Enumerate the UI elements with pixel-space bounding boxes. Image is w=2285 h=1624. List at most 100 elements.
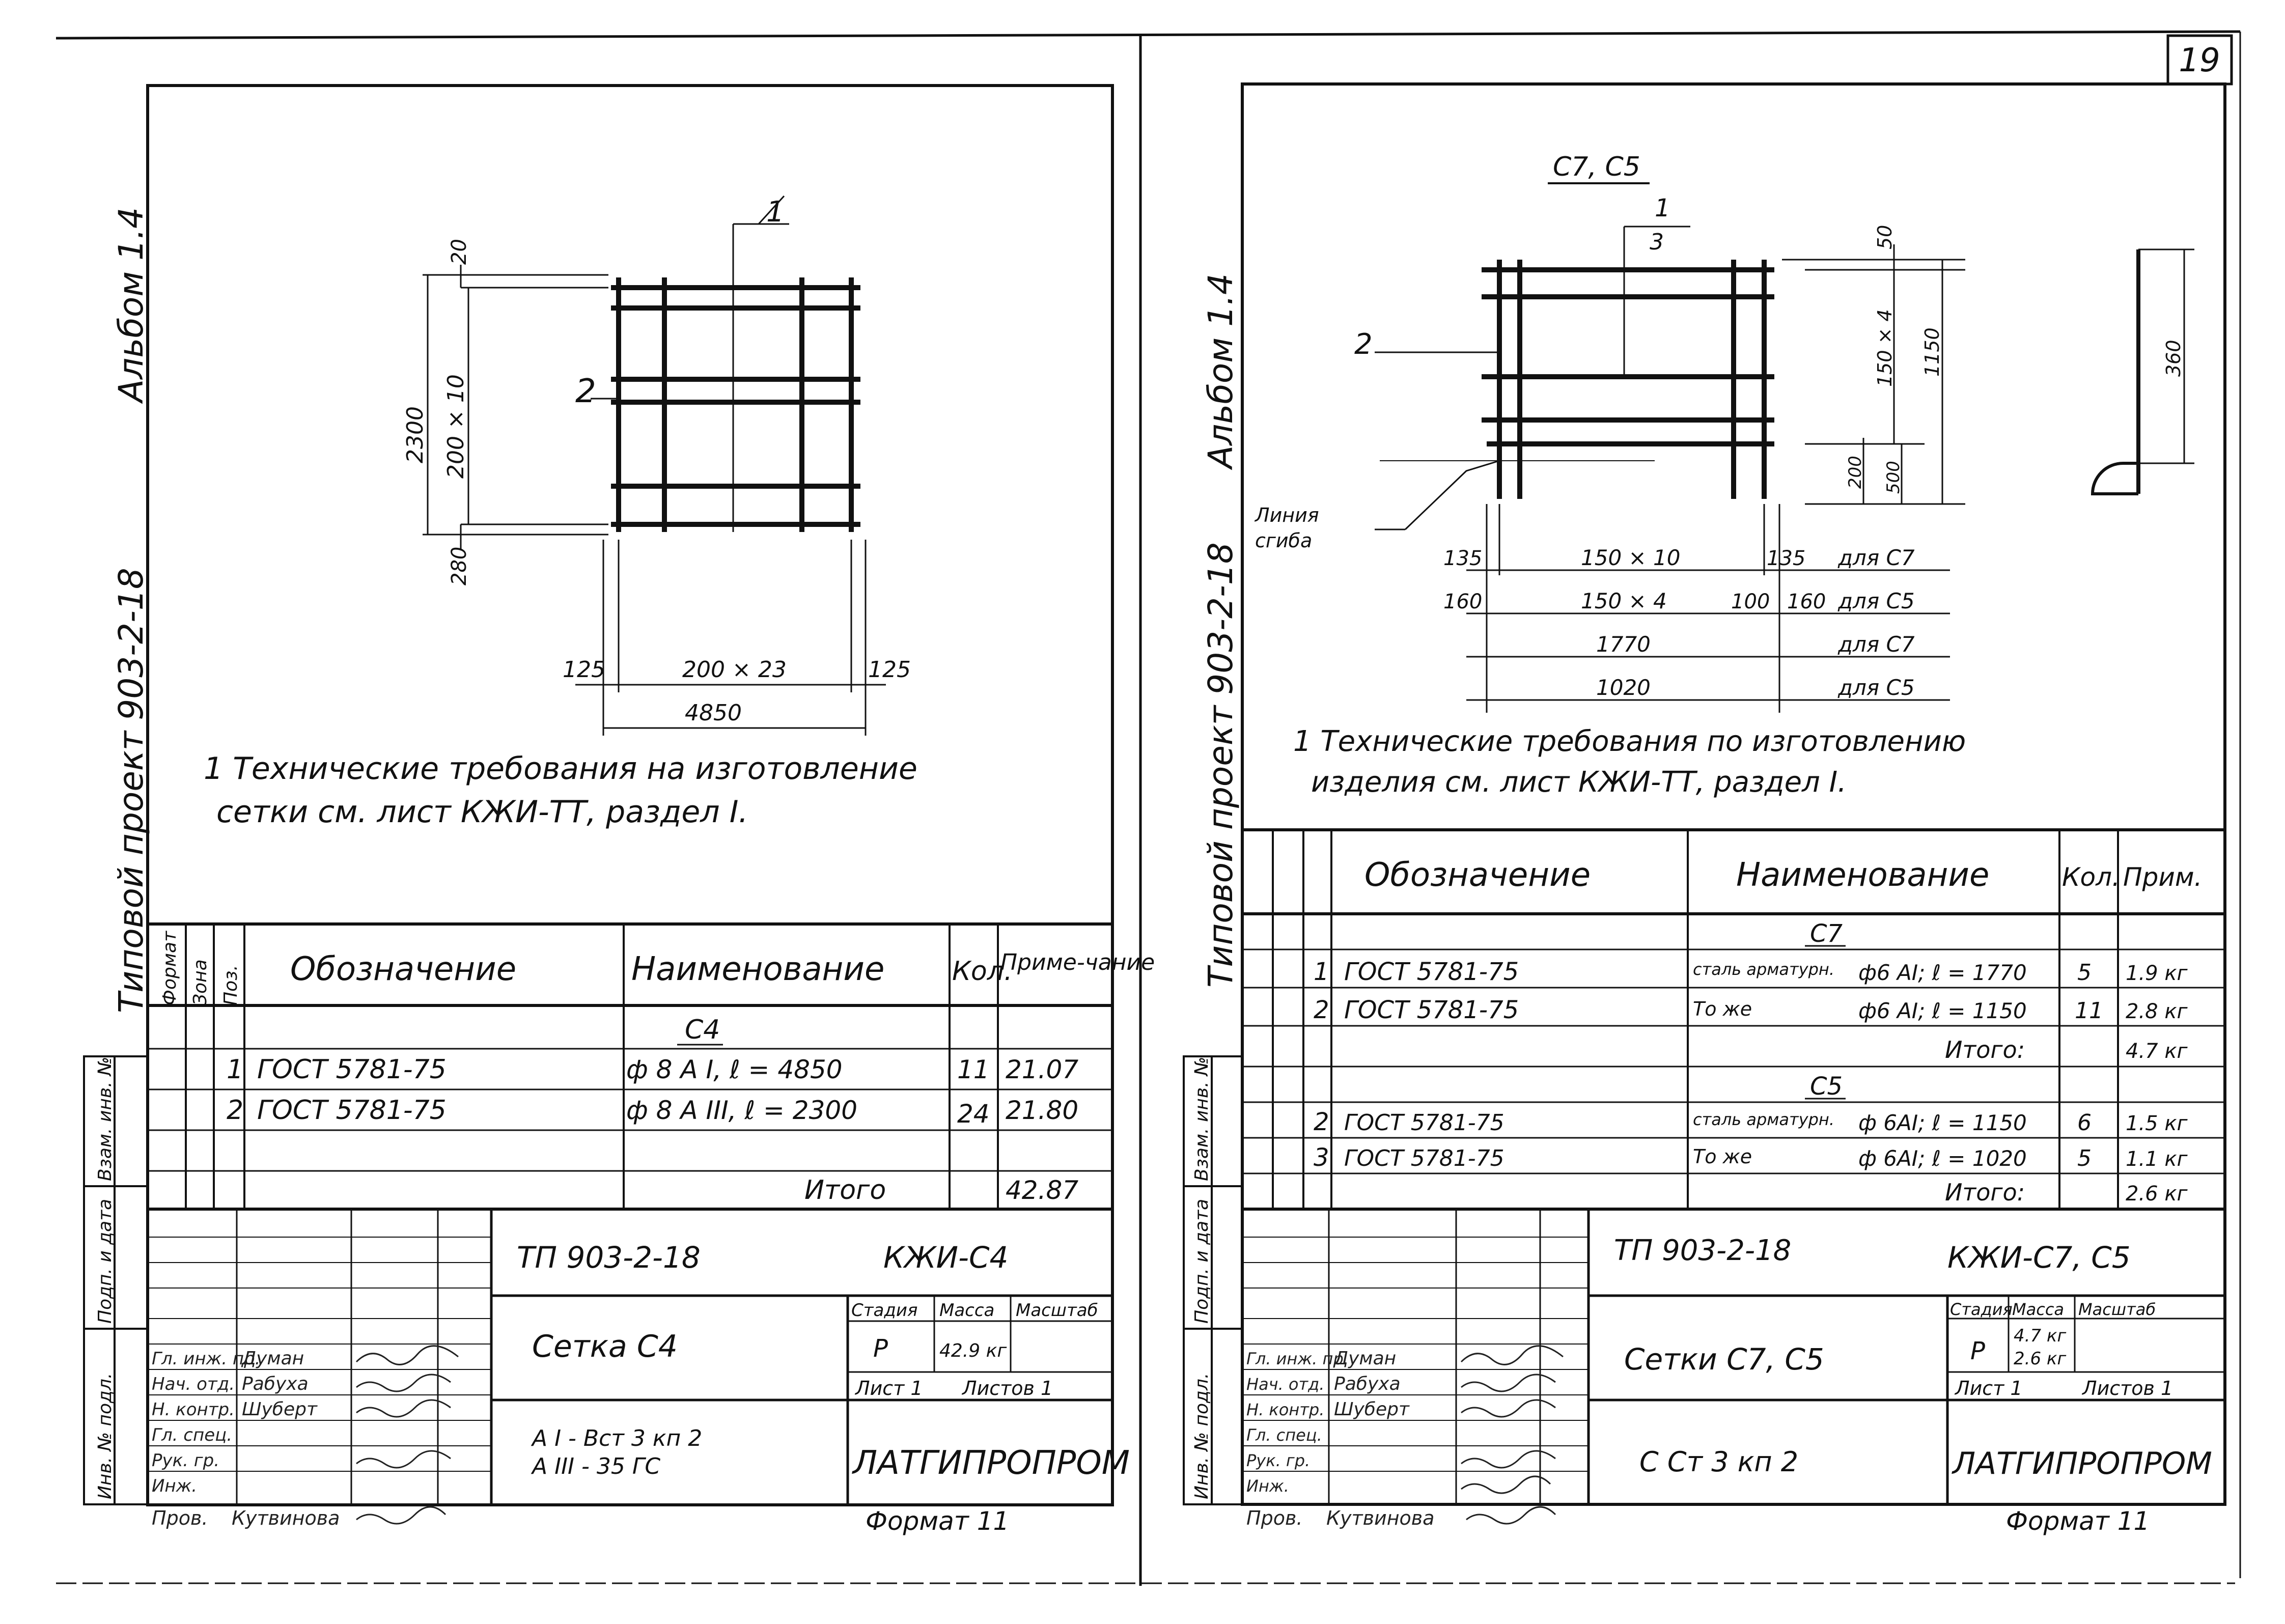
left-tb-role-6: Инж.	[152, 1476, 197, 1496]
right-spec-r2-pos: 2	[1314, 996, 1329, 1024]
left-side-label-3: Взам. инв. №	[95, 1057, 116, 1181]
mesh-c7c5-r1-left: 135	[1443, 547, 1482, 570]
left-tb-role-2: Нач. отд.	[152, 1374, 235, 1394]
mesh-c7c5-r2-left: 160	[1443, 590, 1482, 613]
left-tb-person-1: Думан	[241, 1348, 304, 1369]
left-tb-scale-label: Масштаб	[1016, 1300, 1098, 1321]
mesh-c7c5-r3-mid: 1770	[1596, 632, 1651, 657]
right-tb-title: Сетки С7, С5	[1624, 1342, 1824, 1377]
right-tb-scale-label: Масштаб	[2078, 1300, 2156, 1319]
left-spec-hdr-format: Формат	[159, 931, 180, 1005]
right-spec-r1-qty: 5	[2077, 960, 2092, 986]
right-tb-format: Формат 11	[2006, 1506, 2150, 1536]
mesh-c7c5-r1-right: 135	[1767, 547, 1805, 570]
right-tb-person-2: Рабуха	[1334, 1374, 1401, 1394]
right-tb-mass-label: Масса	[2012, 1300, 2064, 1319]
right-spec-hdr-name: Наименование	[1736, 856, 1989, 894]
left-spec-hdr-designation: Обозначение	[290, 950, 516, 988]
left-project-label: Типовой проект 903-2-18	[112, 568, 151, 1013]
mesh-c4-pos1-label: 1	[766, 195, 785, 229]
mesh-c7c5-r1-mid: 150 × 10	[1581, 545, 1681, 570]
left-tb-mass: 42.9 кг	[939, 1340, 1007, 1361]
left-side-stamp	[83, 1055, 149, 1505]
right-spec-row: 1 ГОСТ 5781-75 сталь арматурн. ф6 АI; ℓ …	[1314, 958, 2188, 986]
mesh-c7c5-dim-height: 1150	[1921, 327, 1943, 377]
right-tb-role-2: Нач. отд.	[1246, 1375, 1324, 1394]
page-number: 19	[2179, 42, 2220, 79]
right-note-line2: изделия см. лист КЖИ-ТТ, раздел I.	[1311, 766, 1847, 799]
right-spec-group2: С5	[1810, 1072, 1843, 1101]
right-tb-checked-label: Пров.	[1246, 1507, 1302, 1529]
right-tb-sheet-code: КЖИ-С7, С5	[1947, 1240, 2131, 1275]
left-spec-hdr-note: Приме-чание	[1000, 949, 1155, 975]
left-spec-row1-designation: ГОСТ 5781-75	[257, 1054, 447, 1085]
mesh-c4-dim-bottom: 280	[448, 547, 471, 585]
right-tb-checked-name: Кутвинова	[1326, 1507, 1434, 1529]
left-spec-total-value: 42.87	[1006, 1175, 1078, 1205]
left-tb-checked-label: Пров.	[152, 1507, 208, 1529]
left-tb-person-3: Шуберт	[242, 1399, 318, 1420]
right-spec-r3-name-a: сталь арматурн.	[1693, 1110, 1834, 1129]
right-spec-hdr-note: Прим.	[2123, 862, 2202, 892]
right-spec-r4-name-b: ф 6АI; ℓ = 1020	[1858, 1146, 2027, 1171]
right-spec-r4-qty: 5	[2077, 1145, 2092, 1171]
left-tb-checked-name: Кутвинова	[232, 1507, 340, 1529]
right-tb-stage-label: Стадия	[1950, 1300, 2013, 1319]
mesh-c7c5-dim-200: 200	[1845, 456, 1865, 489]
right-album-label: Альбом 1.4	[1201, 273, 1240, 470]
left-tb-person-2: Рабуха	[242, 1374, 309, 1394]
right-side-stamp	[1183, 1055, 1243, 1505]
right-spec-r1-name-b: ф6 АI; ℓ = 1770	[1858, 960, 2027, 985]
left-tb-code: ТП 903-2-18	[517, 1240, 701, 1275]
left-spec-hdr-name: Наименование	[631, 950, 884, 988]
mesh-c7c5-r1-label: для С7	[1837, 545, 1915, 570]
mesh-c7c5-pos1: 1	[1655, 194, 1670, 222]
mesh-c7c5-r2-mid: 150 × 4	[1581, 589, 1667, 613]
right-spec-r1-pos: 1	[1314, 958, 1329, 986]
right-spec-r4-note: 1.1 кг	[2126, 1147, 2188, 1171]
right-tb-mass1: 4.7 кг	[2014, 1326, 2067, 1346]
left-spec-hdr-zone: Зона	[190, 959, 211, 1005]
mesh-c7c5-r3-label: для С7	[1837, 632, 1915, 657]
mesh-c7c5-dim-500: 500	[1883, 461, 1904, 494]
right-spec-r4-designation: ГОСТ 5781-75	[1344, 1145, 1504, 1171]
mesh-c7c5-pos3: 3	[1650, 229, 1664, 255]
left-signatures	[355, 1345, 459, 1525]
right-spec-r3-note: 1.5 кг	[2126, 1112, 2188, 1135]
right-spec-total1-value: 4.7 кг	[2126, 1040, 2188, 1063]
left-spec-row2-note: 21.80	[1006, 1096, 1078, 1125]
right-side-label-2: Подп. и дата	[1191, 1199, 1212, 1324]
mesh-c4-dim-width: 4850	[685, 700, 742, 726]
right-signatures	[1460, 1345, 1564, 1525]
right-note-line1: 1 Технические требования по изготовлению	[1293, 725, 1966, 758]
right-tb-code: ТП 903-2-18	[1614, 1234, 1791, 1267]
page-number-box: 19	[2166, 34, 2233, 86]
mesh-c7c5-dim-vert-step: 150 × 4	[1874, 309, 1896, 387]
right-spec-total2-value: 2.6 кг	[2126, 1182, 2188, 1206]
right-tb-role-3: Н. контр.	[1246, 1400, 1324, 1419]
mesh-c7c5-r4-label: для С5	[1837, 675, 1915, 700]
left-spec-row: 2 ГОСТ 5781-75 ф 8 А III, ℓ = 2300 24 21…	[227, 1095, 1078, 1129]
left-spec-row2-name: ф 8 А III, ℓ = 2300	[626, 1096, 857, 1125]
right-side-label-3: Взам. инв. №	[1191, 1057, 1212, 1181]
mesh-c4-dim-right: 125	[868, 657, 911, 683]
left-spec-hdr-pos: Поз.	[220, 965, 241, 1005]
right-spec-r1-note: 1.9 кг	[2126, 962, 2188, 985]
left-spec-row1-note: 21.07	[1006, 1055, 1078, 1084]
left-tb-sheet: Лист 1	[854, 1377, 923, 1399]
right-spec-r2-name-a: То же	[1693, 998, 1752, 1020]
right-spec-r1-name-a: сталь арматурн.	[1693, 960, 1834, 979]
right-spec-hdr-designation: Обозначение	[1364, 856, 1591, 894]
sheet-borders	[55, 30, 2241, 1586]
mesh-c7c5-r4-mid: 1020	[1596, 675, 1651, 700]
left-spec-row: 1 ГОСТ 5781-75 ф 8 А I, ℓ = 4850 11 21.0…	[227, 1054, 1078, 1085]
mesh-c7c5-dim-top: 50	[1874, 225, 1896, 249]
left-tb-role-5: Рук. гр.	[152, 1450, 219, 1471]
right-spec-total1-label: Итого:	[1945, 1036, 2025, 1063]
right-tb-role-6: Инж.	[1246, 1476, 1289, 1496]
left-note-line1: 1 Технические требования на изготовление	[204, 751, 917, 787]
right-spec-r4-pos: 3	[1314, 1143, 1329, 1172]
left-tb-role-3: Н. контр.	[152, 1399, 235, 1420]
left-tb-role-4: Гл. спец.	[152, 1425, 232, 1445]
